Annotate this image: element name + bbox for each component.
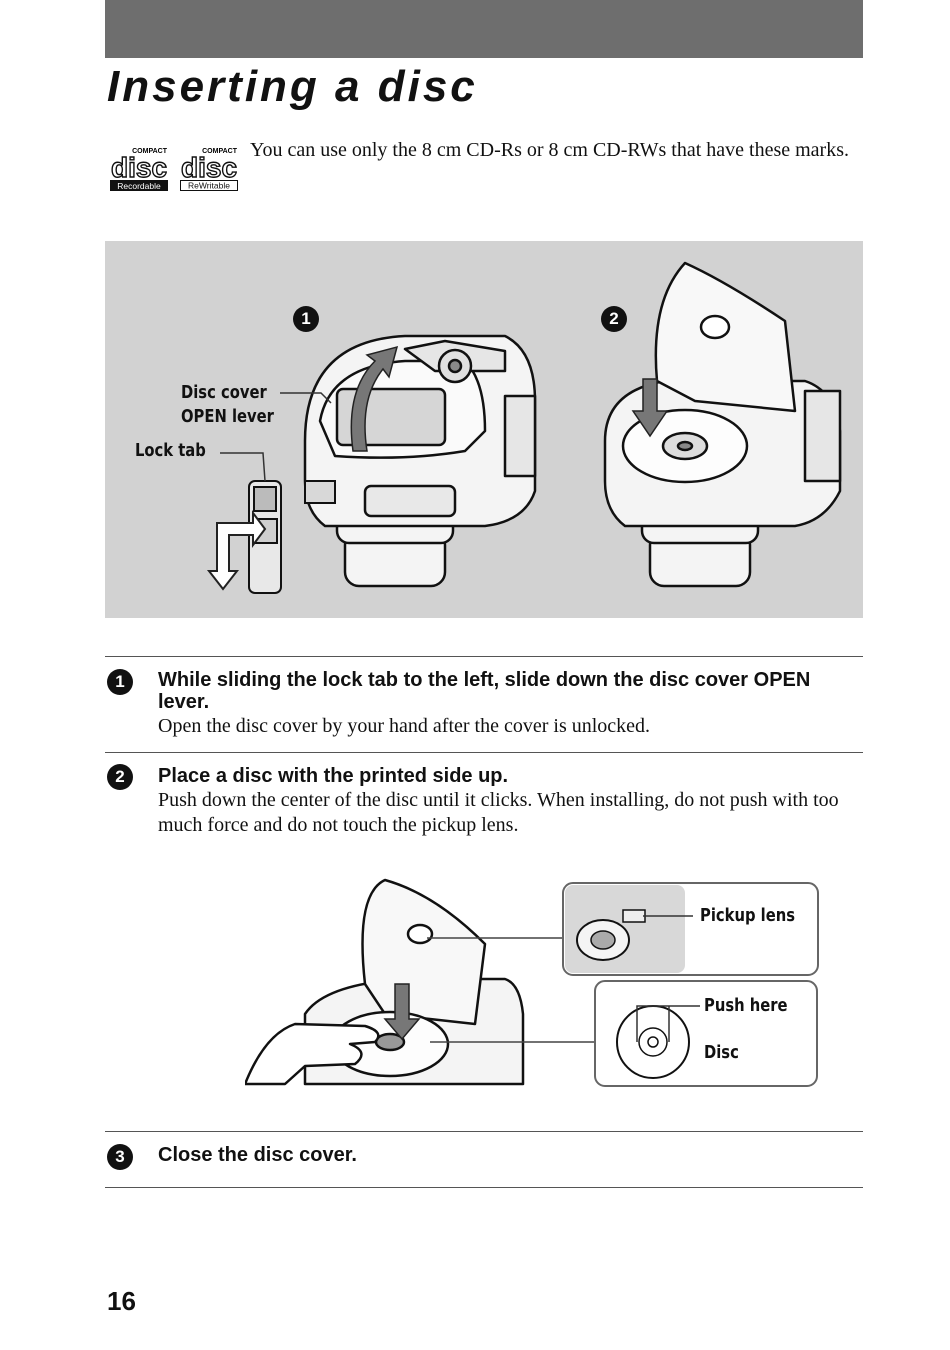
page-title: Inserting a disc (107, 62, 478, 111)
cd-rewritable-logo: COMPACT disc ReWritable (180, 148, 238, 191)
logo-label: ReWritable (188, 181, 230, 191)
step-2-number: 2 (107, 764, 133, 790)
callout-disc-cover-line2: OPEN lever (181, 406, 274, 427)
header-bar (105, 0, 863, 58)
divider (105, 752, 863, 753)
intro-text: You can use only the 8 cm CD-Rs or 8 cm … (250, 139, 849, 161)
figure-camera-steps: 1 2 Disc cover OPEN lever Lock tab (105, 241, 863, 618)
step-1-body: Open the disc cover by your hand after t… (158, 715, 651, 737)
step-2-body: Push down the center of the disc until i… (158, 789, 839, 836)
step-3-number: 3 (107, 1144, 133, 1170)
callout-lock-tab: Lock tab (135, 440, 206, 461)
step-3-heading: Close the disc cover. (158, 1144, 357, 1166)
step-1-number: 1 (107, 669, 133, 695)
logo-disc-text: disc (181, 152, 237, 183)
callout-pickup-lens: Pickup lens (700, 905, 796, 926)
figure-marker-1: 1 (293, 306, 319, 332)
figure-disc-insert (245, 878, 819, 1087)
step-1-heading: While sliding the lock tab to the left, … (158, 669, 811, 713)
figure-marker-2: 2 (601, 306, 627, 332)
cd-recordable-logo: COMPACT disc Recordable (110, 148, 168, 191)
logo-label: Recordable (117, 181, 161, 191)
callout-push-here: Push here (704, 995, 788, 1016)
logo-disc-text: disc (111, 152, 167, 183)
callout-disc-cover-line1: Disc cover (181, 382, 267, 403)
divider (105, 1131, 863, 1132)
divider (105, 656, 863, 657)
callout-disc-cover: Disc cover OPEN lever (181, 381, 274, 429)
divider (105, 1187, 863, 1188)
callout-disc: Disc (704, 1042, 739, 1063)
page-number: 16 (107, 1286, 136, 1316)
step-2-heading: Place a disc with the printed side up. (158, 765, 509, 787)
logo-compact-text: COMPACT (132, 148, 168, 155)
camera-illustration (206, 261, 842, 594)
logo-compact-text: COMPACT (202, 148, 238, 155)
